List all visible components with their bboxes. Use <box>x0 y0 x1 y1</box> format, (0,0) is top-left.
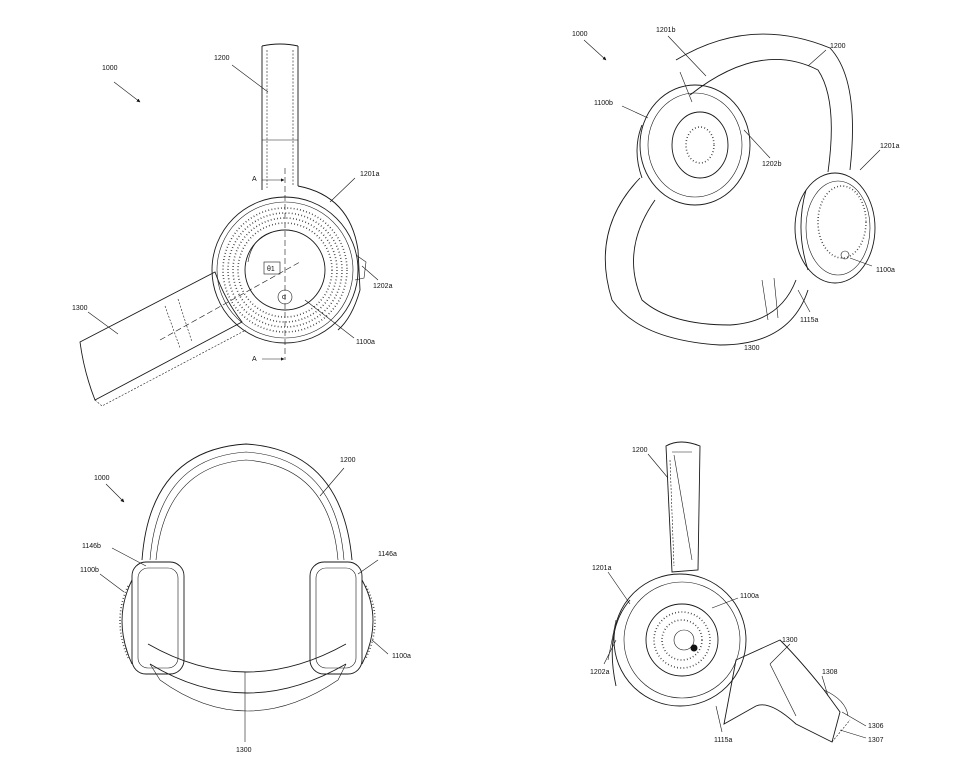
label-1300-tr: 1300 <box>744 345 760 352</box>
label-1300-bl: 1300 <box>236 747 252 754</box>
visor-front <box>147 643 347 716</box>
label-1200-br: 1200 <box>632 447 648 454</box>
label-1201a-tr: 1201a <box>880 143 900 150</box>
label-1306: 1306 <box>868 723 884 730</box>
earcup-a <box>794 172 876 284</box>
section-lines <box>159 168 301 361</box>
label-1202b: 1202b <box>762 161 782 168</box>
label-1200-bl: 1200 <box>340 457 356 464</box>
label-1000-tr: 1000 <box>572 31 588 38</box>
label-1100a-tr: 1100a <box>876 267 895 274</box>
earcup-shell <box>211 185 367 344</box>
label-1115a-br: 1115a <box>714 737 733 744</box>
label-1200: 1200 <box>214 55 230 62</box>
label-1100a: 1100a <box>356 339 375 346</box>
section-label-bottom: A <box>252 356 257 363</box>
visor-br <box>723 639 851 743</box>
label-1201a: 1201a <box>360 171 380 178</box>
label-1202a: 1202a <box>373 283 393 290</box>
visor-band <box>604 177 809 346</box>
leaders-bottom-left <box>99 467 389 742</box>
angle-alpha-label: α <box>282 294 286 301</box>
label-1201a-br: 1201a <box>592 565 612 572</box>
label-1000-bl: 1000 <box>94 475 110 482</box>
earcup-left <box>119 561 185 675</box>
section-label-top: A <box>252 176 257 183</box>
headband-stalk <box>261 43 299 190</box>
headband-stalk-br <box>665 441 701 573</box>
label-1000: 1000 <box>102 65 118 72</box>
earcup-right <box>309 561 376 675</box>
earcup-br <box>607 573 747 707</box>
label-1100b: 1100b <box>594 100 613 107</box>
label-1100a-bl: 1100a <box>392 653 411 660</box>
label-1146a: 1146a <box>378 551 397 558</box>
label-1308: 1308 <box>822 669 838 676</box>
label-1100a-br: 1100a <box>740 593 759 600</box>
label-1146b: 1146b <box>82 543 101 550</box>
figure-top-right: 1000 1201b 1200 1100b 1202b 1201a 1100a … <box>572 27 900 352</box>
leaders-bottom-right <box>603 453 867 739</box>
figure-bottom-left: 1000 1200 1146b 1146a 1100b 1100a 1300 <box>80 443 411 754</box>
label-1115a-tr: 1115a <box>800 317 819 324</box>
headband <box>675 33 853 173</box>
leaders-top-right <box>583 35 881 313</box>
leaders-top-left <box>87 64 379 339</box>
visor <box>79 271 247 407</box>
figure-top-left: 1000 1200 1201a 1202a 1300 1100a A A θ1 … <box>72 43 393 407</box>
label-1100b-bl: 1100b <box>80 567 99 574</box>
earcup-b <box>636 84 751 206</box>
label-1200-tr: 1200 <box>830 43 846 50</box>
headband-arch <box>141 443 353 561</box>
label-1201b: 1201b <box>656 27 676 34</box>
label-1300: 1300 <box>72 305 88 312</box>
label-1307: 1307 <box>868 737 884 744</box>
label-1300-br: 1300 <box>782 637 798 644</box>
angle-theta-label: θ1 <box>267 266 275 273</box>
figure-bottom-right: 1200 1201a 1100a 1202a 1300 1308 1306 13… <box>590 441 884 744</box>
label-1202a-br: 1202a <box>590 669 610 676</box>
